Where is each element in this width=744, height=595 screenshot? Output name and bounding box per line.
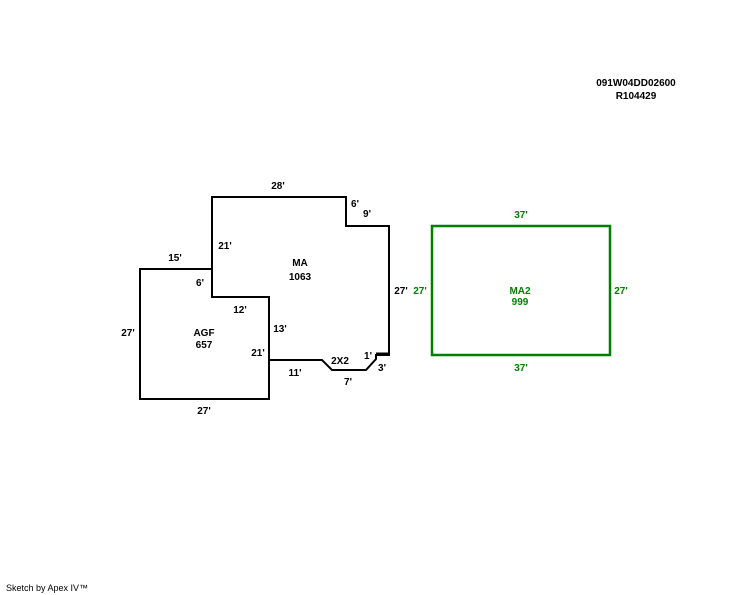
- dim-label: 27': [614, 286, 628, 297]
- agf-label: AGF: [193, 328, 214, 339]
- parcel-info: 091W04DD02600 R104429: [594, 77, 678, 103]
- bump-label: 2X2: [331, 356, 349, 367]
- dim-label: 27': [394, 286, 408, 297]
- dim-label: 6': [351, 199, 359, 210]
- dim-label: 37': [514, 363, 528, 374]
- dim-label: 13': [273, 324, 287, 335]
- dim-label: 7': [344, 377, 352, 388]
- dim-label: 21': [218, 241, 232, 252]
- agf-outline: [139, 268, 270, 400]
- dim-label: 28': [271, 181, 285, 192]
- account-id: R104429: [615, 91, 657, 102]
- dim-label: 1': [364, 351, 372, 362]
- dim-label: 27': [197, 406, 211, 417]
- parcel-id: 091W04DD02600: [596, 78, 676, 89]
- dim-label: 11': [289, 368, 302, 379]
- sketch-credit: Sketch by Apex IV™: [6, 583, 89, 593]
- ma-label: MA: [292, 258, 308, 269]
- dim-label: 37': [514, 210, 528, 221]
- ma2-area: 999: [512, 297, 529, 308]
- dim-label: 12': [233, 305, 247, 316]
- dim-label: 27': [413, 286, 427, 297]
- agf-area: 657: [196, 340, 213, 351]
- dim-label: 27': [121, 328, 135, 339]
- ma-outline: [211, 196, 390, 371]
- dim-label: 6': [196, 278, 204, 289]
- dim-label: 9': [363, 209, 371, 220]
- ma2-outline: [430, 224, 612, 357]
- dim-label: 15': [168, 253, 182, 264]
- ma2-label: MA2: [509, 286, 531, 297]
- ma-area: 1063: [289, 272, 312, 283]
- dim-label: 3': [378, 363, 386, 374]
- dim-label: 21': [251, 348, 265, 359]
